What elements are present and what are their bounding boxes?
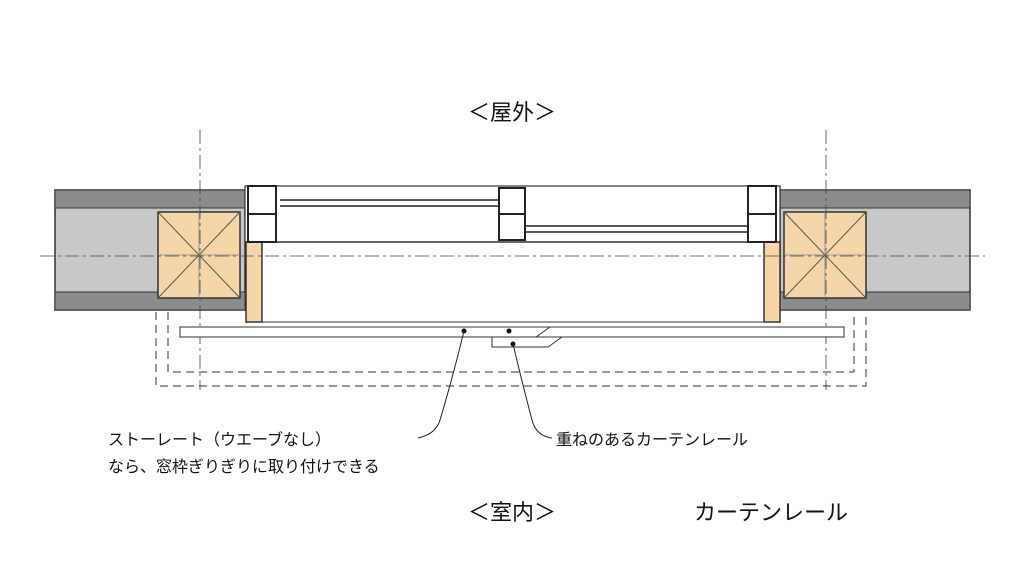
overlap-rail-joint <box>492 326 551 338</box>
curtain-outline-outer <box>155 312 867 387</box>
right-post <box>783 211 867 299</box>
overlap-rail-dot-a <box>506 328 512 334</box>
straight-rail <box>179 326 845 338</box>
label-indoor: ＜室内＞ <box>468 501 556 526</box>
leader-overlap <box>512 343 553 439</box>
window-sash <box>244 185 781 243</box>
overlap-rail <box>491 336 844 348</box>
right-jamb <box>763 239 781 323</box>
note-straight-line1: ストーレート（ウエーブなし） <box>108 430 331 449</box>
left-jamb <box>245 239 263 323</box>
left-post <box>157 211 241 299</box>
leader-straight <box>417 330 465 439</box>
note-straight-line2: なら、窓枠ぎりぎりに取り付けできる <box>108 457 380 476</box>
label-outdoor: ＜屋外＞ <box>468 101 556 126</box>
curtain-outline-inner <box>167 312 855 373</box>
label-title: カーテンレール <box>694 501 848 526</box>
note-overlap: 重ねのあるカーテンレール <box>556 430 748 449</box>
